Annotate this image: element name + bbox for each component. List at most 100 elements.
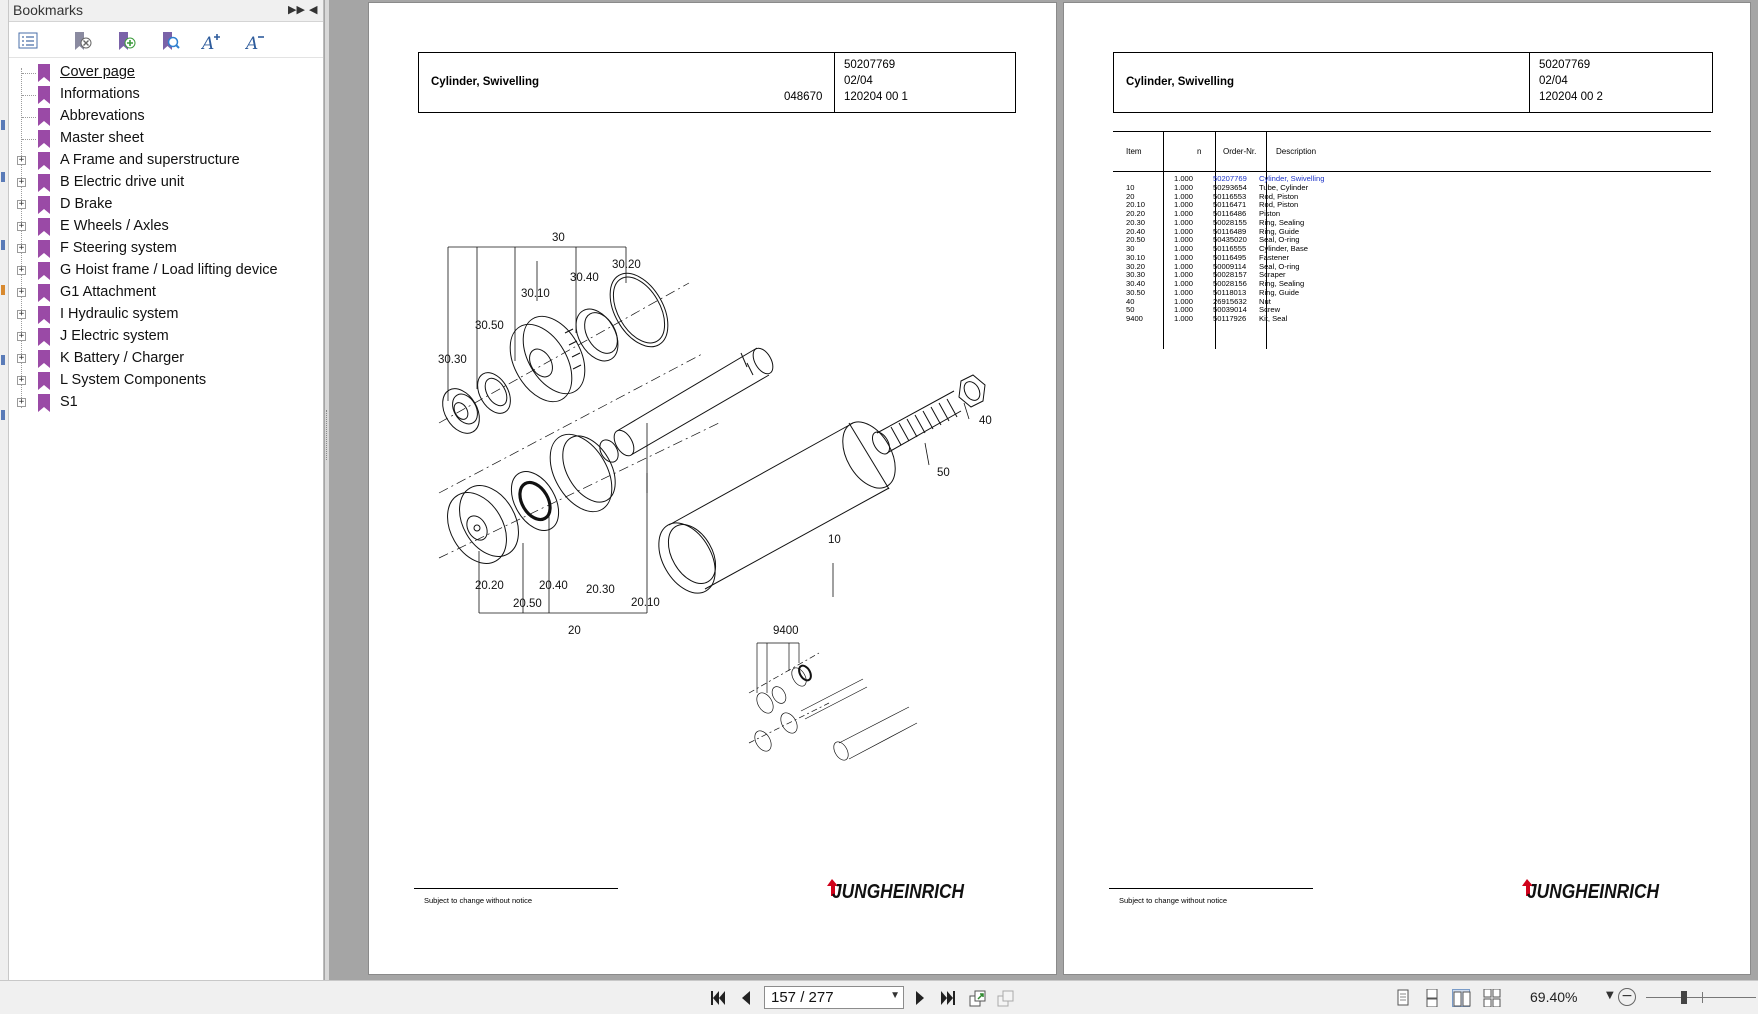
callout-20-30: 20.30 [586, 584, 615, 596]
bookmark-options-icon[interactable] [17, 30, 39, 52]
bookmark-label[interactable]: Cover page [60, 64, 135, 80]
expand-icon[interactable]: + [17, 331, 26, 341]
next-page-icon[interactable] [911, 989, 929, 1007]
sheet-number: 120204 00 1 [844, 91, 908, 103]
bookmark-label[interactable]: G1 Attachment [60, 284, 156, 300]
go-forward-view-icon[interactable] [997, 989, 1015, 1007]
bookmark-label[interactable]: J Electric system [60, 328, 169, 344]
expand-icon[interactable]: + [17, 243, 26, 253]
bookmark-label[interactable]: D Brake [60, 196, 113, 212]
bookmark-ribbon-icon [38, 394, 50, 412]
panel-splitter[interactable] [325, 0, 329, 980]
title-block-divider [834, 53, 835, 112]
bookmark-item[interactable]: + E Wheels / Axles [9, 216, 323, 238]
pane-tab-marker[interactable] [1, 172, 5, 182]
pane-tab-marker[interactable] [1, 410, 5, 420]
expand-icon[interactable]: + [17, 221, 26, 231]
expand-icon[interactable]: + [17, 375, 26, 385]
bookmark-label[interactable]: G Hoist frame / Load lifting device [60, 262, 278, 278]
pane-tab-marker[interactable] [1, 120, 5, 130]
first-page-icon[interactable] [709, 989, 727, 1007]
bookmark-label[interactable]: Master sheet [60, 130, 144, 146]
bookmark-label[interactable]: A Frame and superstructure [60, 152, 240, 168]
expand-icon[interactable]: + [17, 199, 26, 209]
callout-20-10: 20.10 [631, 597, 660, 609]
cell-order: 26915632 [1213, 296, 1247, 306]
bookmark-item[interactable]: + B Electric drive unit [9, 172, 323, 194]
zoom-slider-track[interactable] [1646, 997, 1756, 998]
two-page-continuous-icon[interactable] [1483, 988, 1501, 1008]
cell-desc: Scraper [1259, 270, 1286, 280]
bookmark-label[interactable]: Informations [60, 86, 140, 102]
bookmark-item[interactable]: Abbrevations [9, 106, 323, 128]
go-back-view-icon[interactable] [969, 989, 987, 1007]
bookmark-label[interactable]: S1 [60, 394, 78, 410]
continuous-view-icon[interactable] [1423, 988, 1441, 1008]
expand-icon[interactable]: + [17, 265, 26, 275]
pane-tab-marker[interactable] [1, 240, 5, 250]
expand-icon[interactable]: + [17, 177, 26, 187]
cell-desc: Tube, Cylinder [1259, 182, 1309, 192]
bookmark-ribbon-icon [38, 86, 50, 104]
decrease-text-size-icon[interactable]: A [244, 30, 267, 54]
bookmark-label[interactable]: Abbrevations [60, 108, 145, 124]
splitter-grip[interactable] [326, 410, 328, 460]
bookmark-item[interactable]: Cover page [9, 62, 323, 84]
bookmark-item[interactable]: + F Steering system [9, 238, 323, 260]
delete-bookmark-icon[interactable] [71, 30, 93, 52]
expand-icon[interactable]: + [17, 353, 26, 363]
bookmark-item[interactable]: Informations [9, 84, 323, 106]
bookmark-item[interactable]: + K Battery / Charger [9, 348, 323, 370]
cell-desc[interactable]: Cylinder, Swivelling [1259, 174, 1325, 183]
pane-tab-marker[interactable] [1, 285, 5, 295]
table-column-divider [1163, 131, 1164, 349]
bookmark-item[interactable]: + S1 [9, 392, 323, 414]
bookmark-label[interactable]: I Hydraulic system [60, 306, 179, 322]
part-20-20-piston [447, 485, 519, 564]
add-bookmark-icon[interactable] [115, 30, 137, 52]
zoom-slider-thumb[interactable] [1681, 991, 1688, 1004]
chevron-down-icon[interactable]: ▼ [890, 990, 900, 1001]
expand-icon[interactable]: + [17, 155, 26, 165]
bookmark-item[interactable]: Master sheet [9, 128, 323, 150]
previous-page-icon[interactable] [737, 989, 755, 1007]
callout-20-20: 20.20 [475, 580, 504, 592]
bookmark-label[interactable]: B Electric drive unit [60, 174, 185, 190]
bookmark-item[interactable]: + G Hoist frame / Load lifting device [9, 260, 323, 282]
bookmark-item[interactable]: + J Electric system [9, 326, 323, 348]
bookmark-item[interactable]: + G1 Attachment [9, 282, 323, 304]
bookmark-label[interactable]: F Steering system [60, 240, 177, 256]
cell-item: 30.40 [1126, 279, 1146, 288]
increase-text-size-icon[interactable]: A [200, 30, 223, 54]
expand-icon[interactable]: + [17, 287, 26, 297]
zoom-dropdown-icon[interactable]: ▼ [1606, 990, 1614, 1001]
bookmark-item[interactable]: + L System Components [9, 370, 323, 392]
pane-tab-marker[interactable] [1, 355, 5, 365]
bookmark-item[interactable]: + I Hydraulic system [9, 304, 323, 326]
bookmark-label[interactable]: K Battery / Charger [60, 350, 185, 366]
bottom-toolbar: 157 / 277 ▼ 69.40% ▼ − [0, 980, 1758, 1014]
single-page-view-icon[interactable] [1394, 989, 1412, 1007]
cell-order[interactable]: 50207769 [1213, 174, 1247, 183]
bookmark-item[interactable]: + D Brake [9, 194, 323, 216]
bookmark-item[interactable]: + A Frame and superstructure [9, 150, 323, 172]
two-page-view-icon[interactable] [1452, 989, 1471, 1007]
cell-n: 1.000 [1174, 200, 1194, 210]
tree-guide-line [22, 73, 36, 74]
expand-icon[interactable]: + [17, 309, 26, 319]
collapse-panel-icon[interactable]: ◀ [309, 3, 318, 16]
sheet-number: 120204 00 2 [1539, 91, 1603, 103]
bookmark-label[interactable]: E Wheels / Axles [60, 218, 169, 234]
page-number-input[interactable]: 157 / 277 ▼ [764, 986, 904, 1009]
find-bookmark-icon[interactable] [159, 30, 181, 52]
expand-panel-icon[interactable]: ▶▶ [288, 3, 305, 16]
expand-icon[interactable]: + [17, 397, 26, 407]
bookmark-label[interactable]: L System Components [60, 372, 207, 388]
zoom-level[interactable]: 69.40% [1530, 989, 1578, 1005]
zoom-out-icon[interactable]: − [1618, 988, 1636, 1006]
last-page-icon[interactable] [939, 989, 957, 1007]
